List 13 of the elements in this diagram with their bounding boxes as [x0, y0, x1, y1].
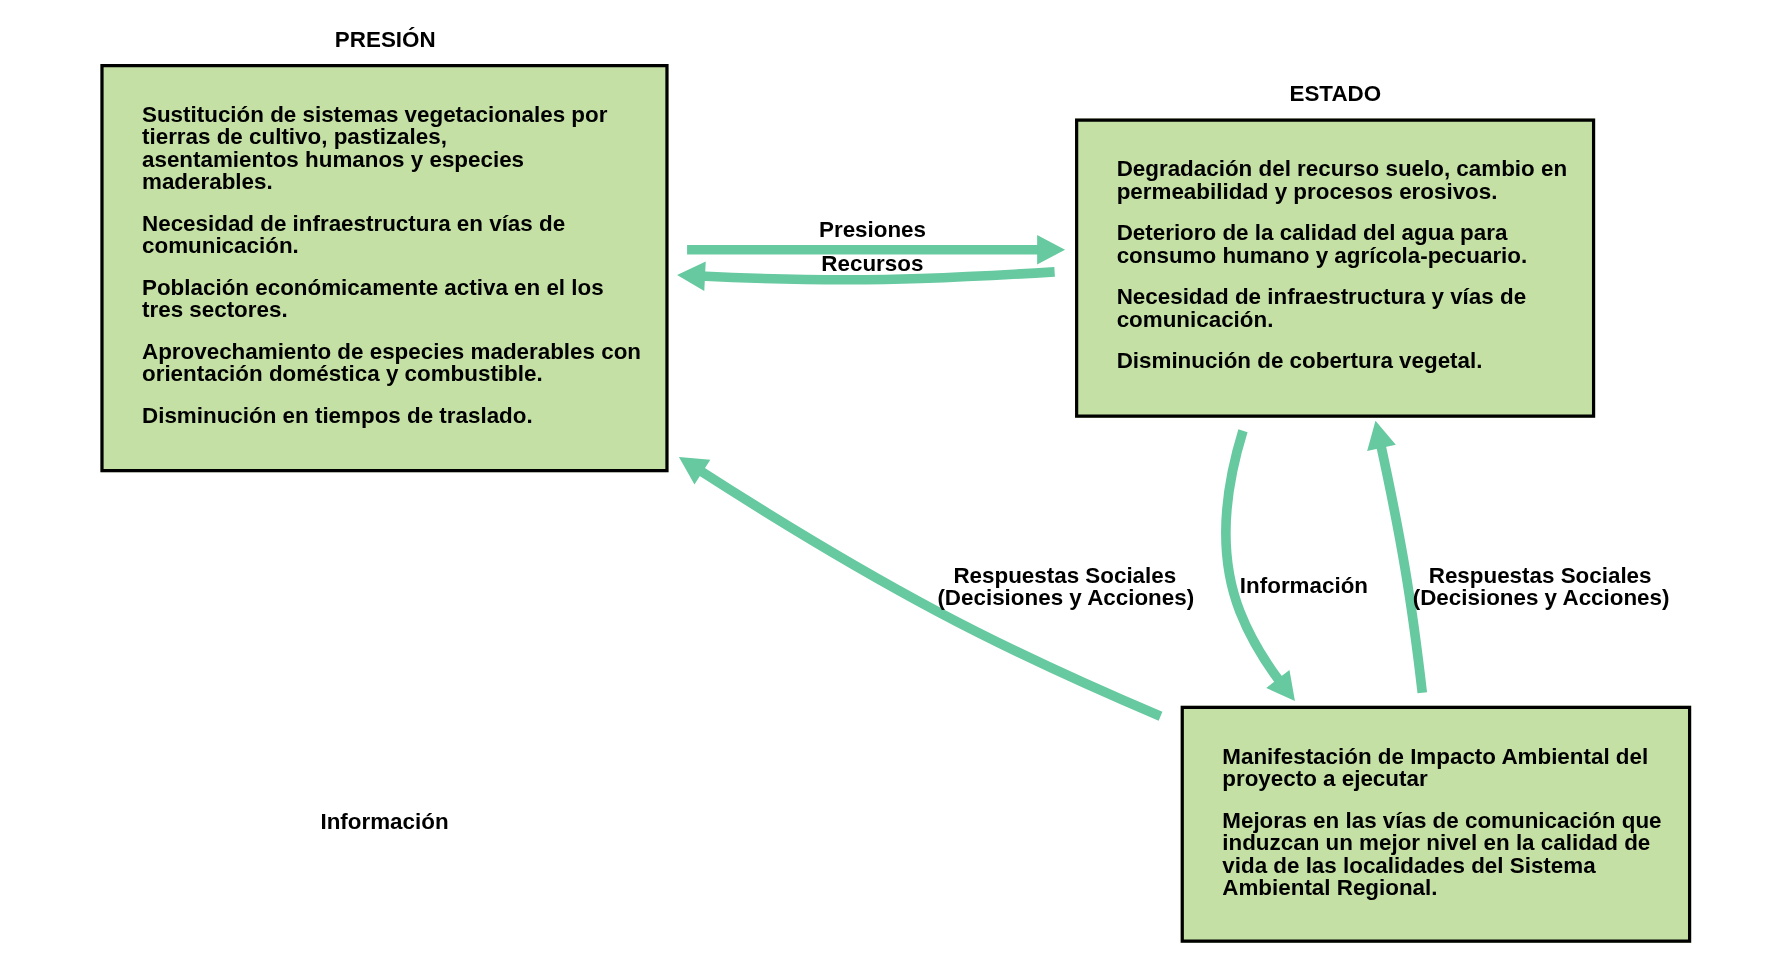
- edge-label: Presiones: [818, 217, 927, 243]
- edge-label: Recursos: [821, 250, 924, 276]
- edge-label: Respuestas Sociales (Decisiones y Acciones): [937, 562, 1195, 611]
- edge-label: Respuestas Sociales (Decisiones y Acciones): [1412, 562, 1670, 611]
- node-label: PRESIÓN: [334, 26, 436, 52]
- arrow: [1221, 429, 1295, 702]
- arrow: [678, 457, 1163, 721]
- arrow: [1367, 420, 1428, 694]
- node-label: ESTADO: [1289, 81, 1382, 107]
- arrow: [687, 235, 1066, 265]
- arrow: [677, 261, 1055, 291]
- label: Información: [320, 808, 449, 834]
- edge-label: Información: [1239, 573, 1369, 599]
